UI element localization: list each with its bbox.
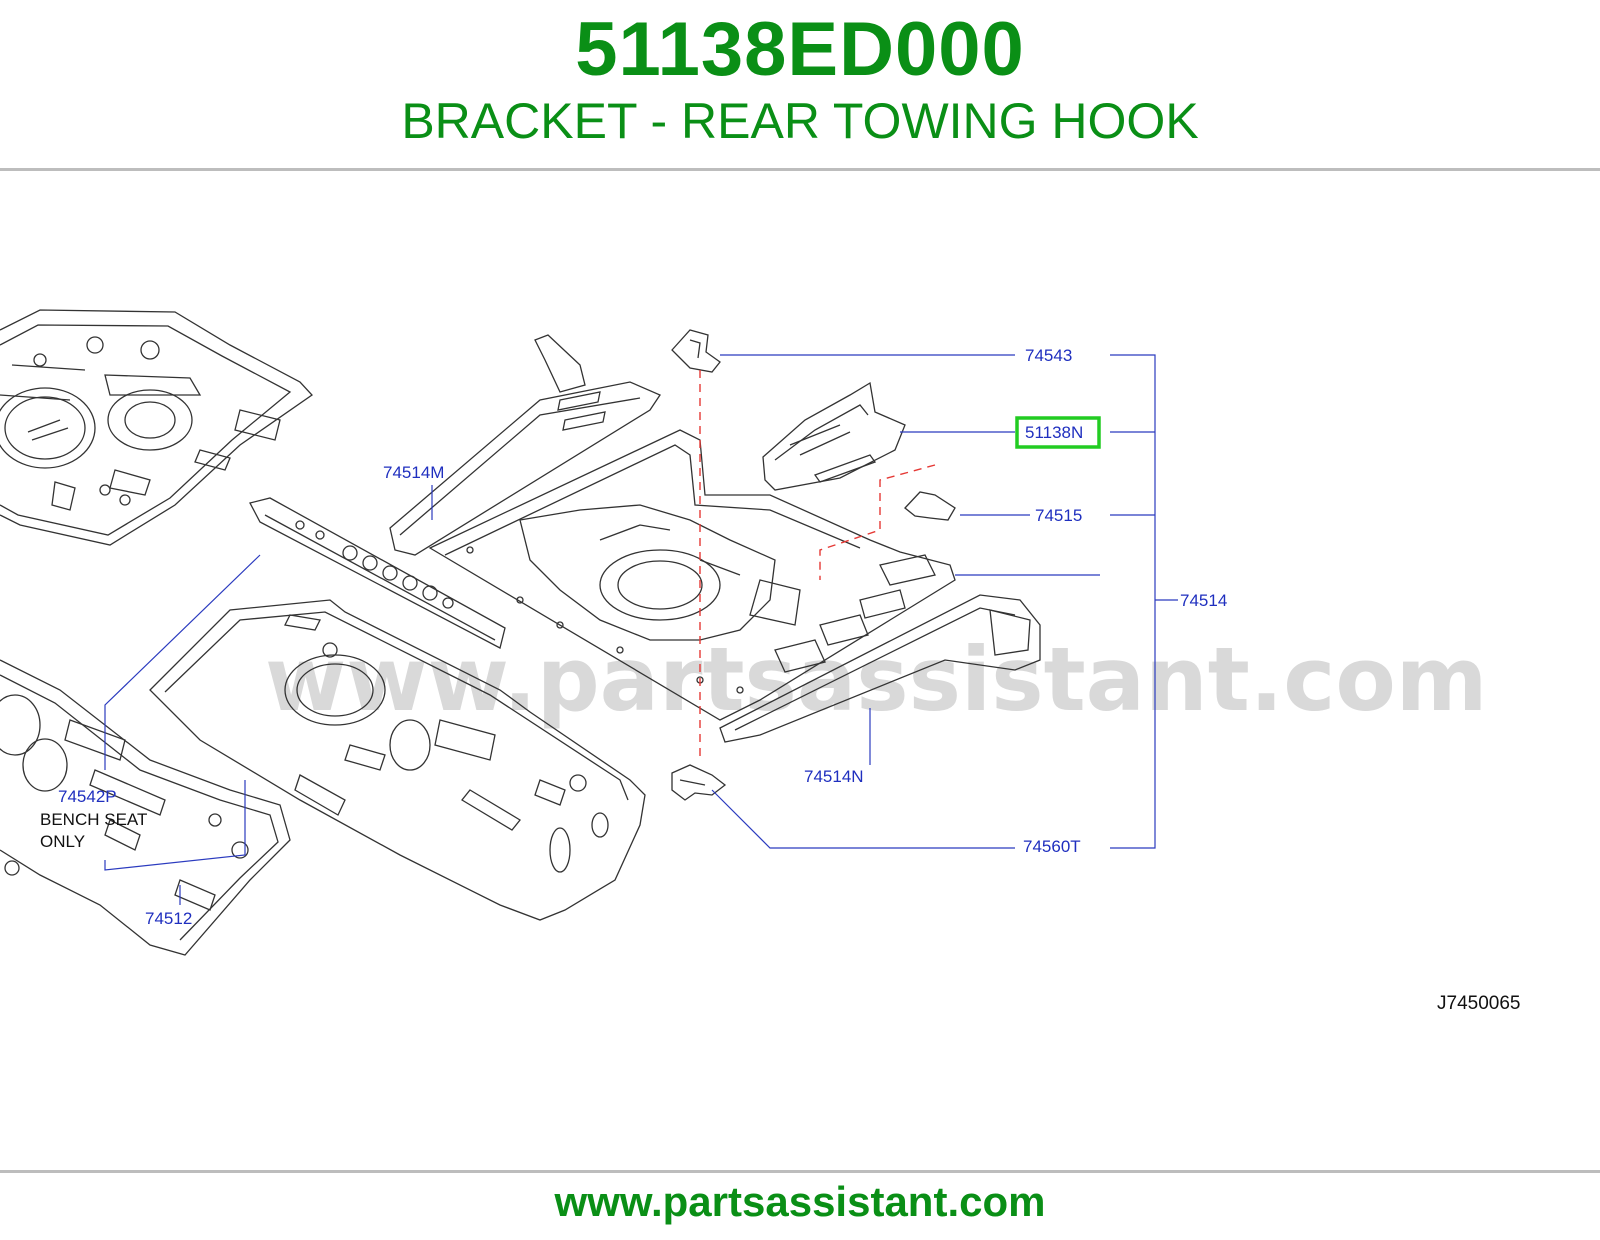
callout-74514N[interactable]: 74514N [804,767,864,786]
callout-74514[interactable]: 74514 [1180,591,1227,610]
parts-diagram: www.partsassistant.com [0,172,1600,1168]
side-member-left-drawing [389,334,661,556]
callout-51138N[interactable]: 51138N [1025,423,1083,442]
part-74543-drawing [671,329,721,373]
top-divider [0,168,1600,171]
side-member-right-drawing [719,594,1041,743]
front-floor-panel-drawing [0,309,313,546]
callout-highlight-box [1015,416,1101,449]
diagram-reference-code: J7450065 [1437,993,1520,1014]
part-51138N-drawing [762,381,906,491]
note-only: ONLY [40,832,85,851]
bottom-divider [0,1170,1600,1173]
callout-74543[interactable]: 74543 [1025,346,1072,365]
part-number-title: 51138ED000 [575,7,1025,92]
callout-74542P[interactable]: 74542P [58,787,117,806]
center-floor-panel-drawing [0,659,291,956]
footer-website-link[interactable]: www.partsassistant.com [554,1178,1046,1225]
callout-74514M[interactable]: 74514M [383,463,444,482]
part-74515-drawing [904,491,956,521]
rear-floor-rear-drawing [428,429,956,721]
header: 51138ED000 BRACKET - REAR TOWING HOOK [0,0,1600,172]
rear-floor-front-drawing [149,599,646,921]
part-name-subtitle: BRACKET - REAR TOWING HOOK [401,93,1199,149]
diagram-canvas: www.partsassistant.com [0,309,1520,1014]
leader-lines [104,354,1178,905]
callout-74560T[interactable]: 74560T [1023,837,1081,856]
watermark-text: www.partsassistant.com [265,628,1488,731]
callout-74515[interactable]: 74515 [1035,506,1082,525]
part-74560T-drawing [671,764,727,801]
cross-member-drawing [249,497,506,649]
note-bench-seat: BENCH SEAT [40,810,147,829]
assembly-dash-lines [699,370,936,760]
callout-74512[interactable]: 74512 [145,909,192,928]
